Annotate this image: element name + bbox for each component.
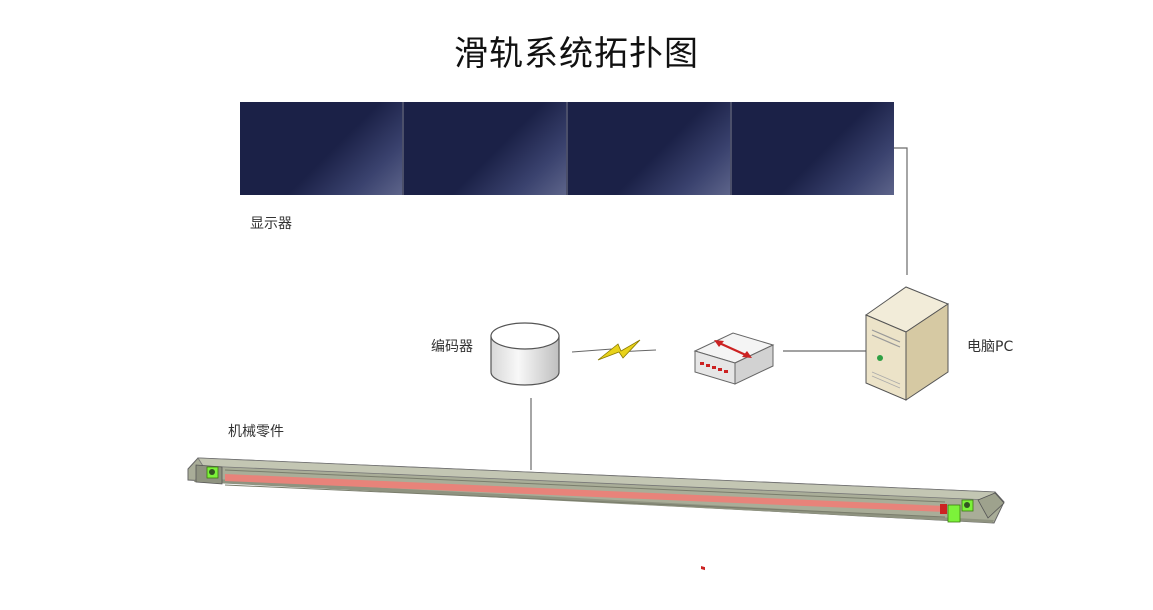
- network-switch-icon: [693, 332, 775, 571]
- encoder-label: 编码器: [431, 339, 473, 355]
- slide-rail: [187, 457, 1005, 524]
- encoder-icon: [490, 322, 560, 386]
- pc-label: 电脑PC: [967, 339, 1014, 355]
- diagram-title: 滑轨系统拓扑图: [454, 34, 699, 74]
- display-label: 显示器: [250, 216, 292, 232]
- pc-tower-icon: [864, 286, 950, 401]
- display-panel: [240, 102, 402, 195]
- display-panel: [568, 102, 730, 195]
- display-panel: [404, 102, 566, 195]
- display-pc-connector: [894, 147, 908, 275]
- machine-parts-label: 机械零件: [228, 424, 284, 440]
- wireless-link-icon: [571, 339, 657, 361]
- display-panel: [732, 102, 894, 195]
- display-wall: [240, 102, 894, 195]
